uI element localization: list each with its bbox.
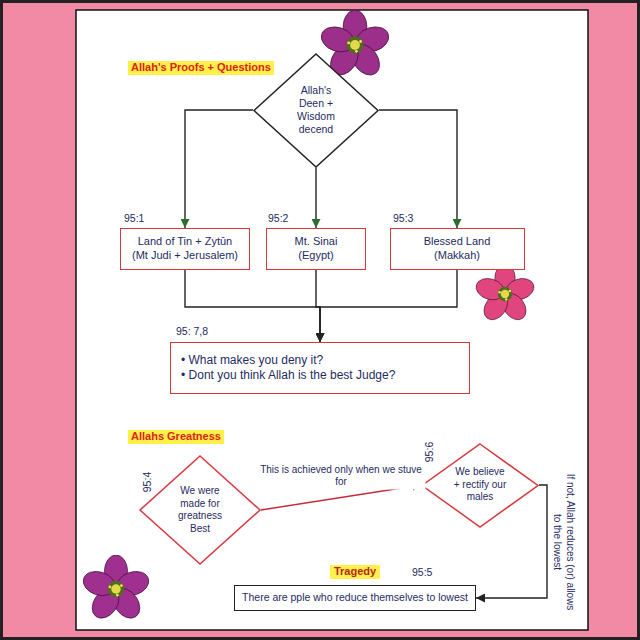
callout-number: 95: 7,8 — [176, 325, 208, 338]
diamond-text-holder: Allah's Deen + Wisdom decend — [287, 84, 345, 137]
node-heading: Tragedy — [330, 565, 380, 579]
flower-picture — [80, 555, 152, 623]
node-text: (Makkah) — [398, 249, 517, 263]
tragedy-box: TragedyThere are pple who reduce themsel… — [234, 585, 476, 611]
node-text: Land of Tin + Zytūn — [128, 235, 242, 249]
diamond-text-holder: We were made for greatness Best — [172, 485, 228, 535]
diamond-shape — [140, 456, 260, 564]
callout-number: 95:4 — [141, 472, 154, 492]
node-text: We believe + rectify our males — [453, 466, 507, 504]
process-box: Land of Tin + Zytūn(Mt Judi + Jerusalem) — [120, 228, 250, 270]
white-sheet — [76, 10, 588, 630]
diagram-title: Allah's Proofs + Questions — [128, 61, 274, 75]
decision-diamond: We were made for greatness Best — [139, 455, 261, 565]
section-heading: Allahs Greatness — [128, 430, 224, 444]
node-text: • What makes you deny it? — [181, 353, 459, 368]
node-text: (Egypt) — [274, 249, 358, 263]
diamond-text-holder: We believe + rectify our males — [453, 466, 507, 504]
node-text: There are pple who reduce themselves to … — [242, 591, 468, 604]
flower-picture — [473, 264, 536, 324]
question-box: • What makes you deny it?• Dont you thin… — [170, 342, 470, 394]
callout-number: 95:2 — [268, 212, 288, 225]
connector-arrow — [379, 110, 457, 228]
node-text: Blessed Land — [398, 235, 517, 249]
diamond-shape — [254, 54, 378, 167]
connector-arrow — [315, 168, 316, 229]
process-box: Blessed Land(Makkah) — [390, 228, 525, 270]
callout-number: 95:5 — [412, 566, 432, 579]
node-text: We were made for greatness Best — [172, 485, 228, 535]
node-text: • Dont you think Allah is the best Judge… — [181, 368, 459, 383]
node-text: (Mt Judi + Jerusalem) — [128, 249, 242, 263]
node-text: Mt. Sinai — [274, 235, 358, 249]
connector-arrow — [185, 110, 253, 228]
edge-label: This is achieved only when we stuve for — [257, 462, 426, 489]
edge-label: If not, Allah reduces (or) allows to the… — [550, 470, 577, 614]
callout-number: 95:3 — [393, 212, 413, 225]
decision-diamond: We believe + rectify our males — [421, 443, 539, 528]
process-box: Mt. Sinai(Egypt) — [266, 228, 366, 270]
decision-diamond: Allah's Deen + Wisdom decend — [253, 53, 379, 168]
node-text: Allah's Deen + Wisdom decend — [287, 84, 345, 137]
connector-arrow — [320, 270, 457, 342]
callout-number: 95:1 — [124, 212, 144, 225]
diamond-shape — [422, 444, 538, 527]
callout-number: 95:6 — [423, 442, 436, 462]
